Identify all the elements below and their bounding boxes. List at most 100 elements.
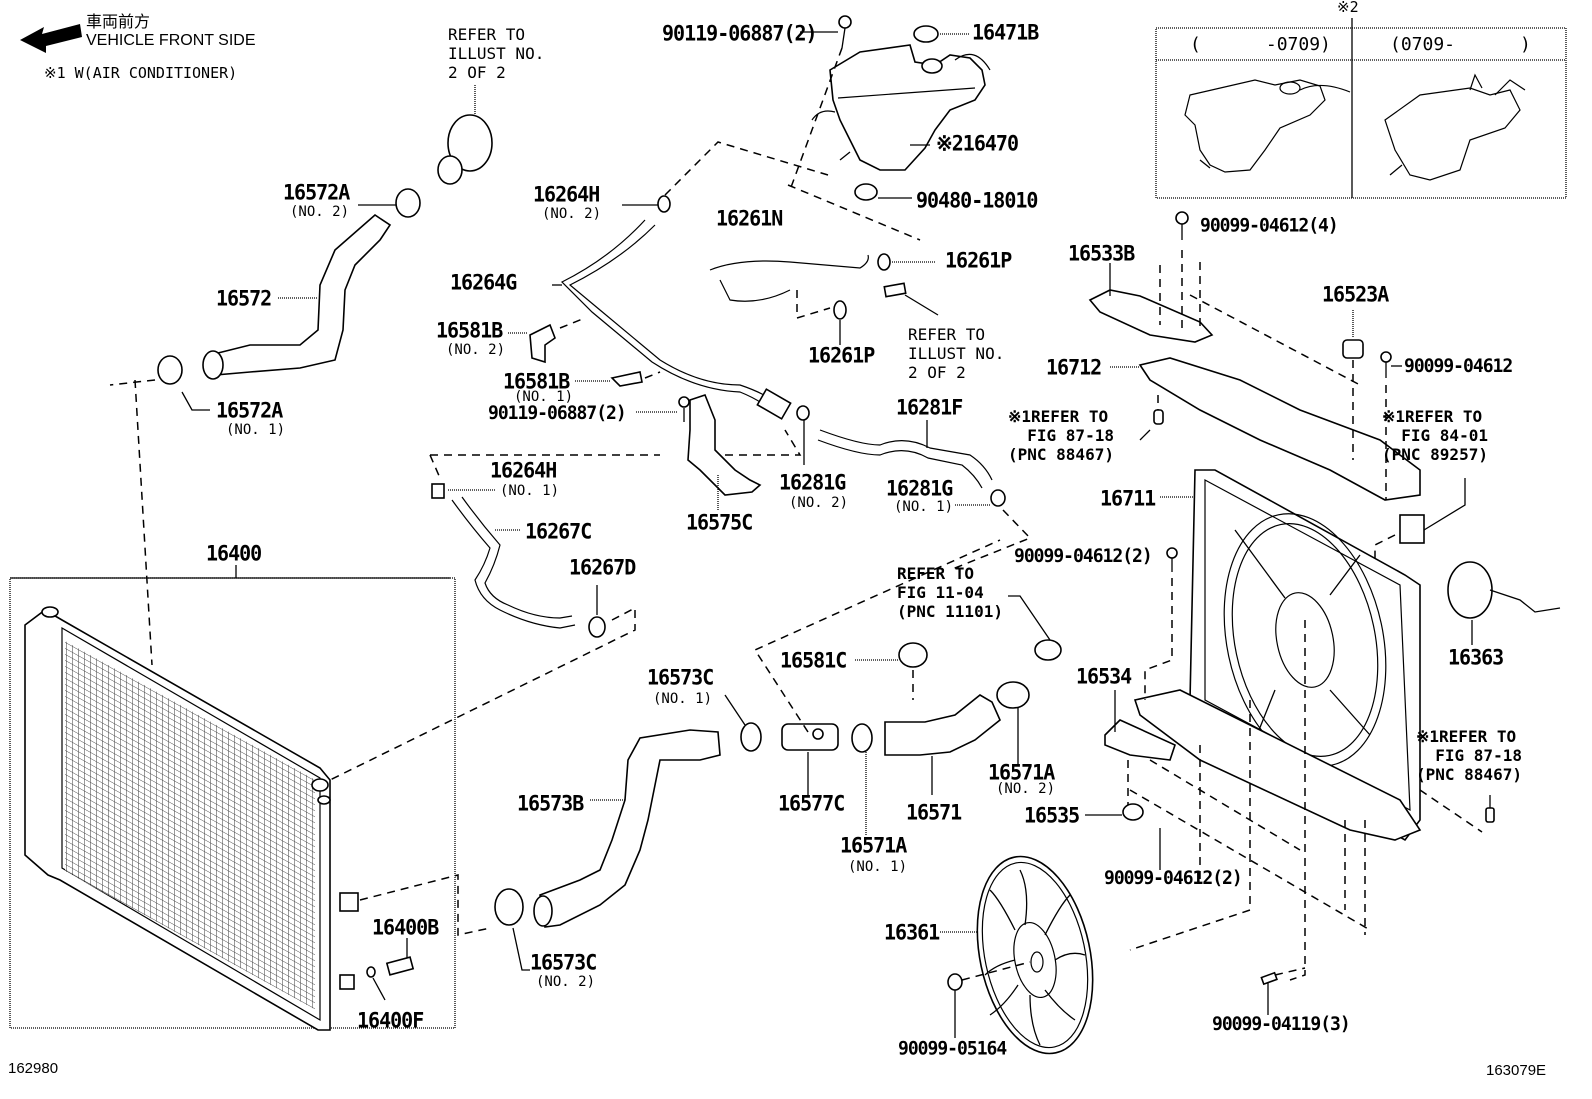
ref-fig-84-01[interactable]: ※1REFER TO FIG 84-01 (PNC 89257)	[1382, 407, 1488, 464]
callout-90099-05164[interactable]: 90099-05164	[898, 1037, 1007, 1060]
callout-16267c[interactable]: 16267C	[525, 518, 592, 544]
callout-16571a-no2-sub: (NO. 2)	[996, 781, 1056, 797]
callout-16470[interactable]: ※216470	[936, 130, 1019, 156]
callout-16571a-no2[interactable]: 16571A	[988, 759, 1055, 785]
front-arrow-icon	[20, 24, 82, 53]
callout-16572a-no1-sub: (NO. 1)	[226, 422, 286, 438]
callout-16281g-no2-sub: (NO. 2)	[789, 495, 849, 511]
radiator-hose-16572	[202, 213, 392, 380]
callout-90099-04119[interactable]: 90099-04119(3)	[1212, 1013, 1351, 1036]
callout-16400[interactable]: 16400	[206, 540, 262, 566]
clamp-16572a-no1	[157, 355, 183, 385]
callout-16534[interactable]: 16534	[1076, 663, 1132, 689]
callout-16363[interactable]: 16363	[1448, 644, 1504, 670]
callout-16581b-no2-sub: (NO. 2)	[446, 342, 506, 358]
callout-16264g[interactable]: 16264G	[450, 269, 517, 295]
inset-header-before-0709: ( -0709)	[1190, 34, 1331, 55]
callout-16281g-no2[interactable]: 16281G	[779, 469, 846, 495]
callout-16573c-no2[interactable]: 16573C	[530, 949, 597, 975]
front-label-jp: 車両前方	[86, 14, 151, 31]
callout-16712[interactable]: 16712	[1046, 354, 1102, 380]
callout-16577c[interactable]: 16577C	[778, 790, 845, 816]
bracket-16534	[1104, 719, 1176, 761]
ac-note: ※1 W(AIR CONDITIONER)	[44, 64, 238, 82]
callout-16571a-no1[interactable]: 16571A	[840, 832, 907, 858]
callout-16575c[interactable]: 16575C	[686, 509, 753, 535]
fan-shroud-16711	[1133, 469, 1422, 842]
clip-16581b-no2	[529, 323, 556, 364]
callout-16264h-no2[interactable]: 16264H	[533, 181, 600, 207]
bracket-16533b	[1088, 289, 1214, 343]
callout-16400b[interactable]: 16400B	[372, 914, 439, 940]
hose-16281f	[817, 420, 993, 489]
callout-16261p-a[interactable]: 16261P	[945, 247, 1012, 273]
callout-16533b[interactable]: 16533B	[1068, 240, 1135, 266]
callout-90480-18010[interactable]: 90480-18010	[916, 187, 1038, 213]
callout-16523a[interactable]: 16523A	[1322, 281, 1389, 307]
callout-16571[interactable]: 16571	[906, 799, 962, 825]
callout-16267d[interactable]: 16267D	[569, 554, 636, 580]
callout-16261p-b[interactable]: 16261P	[808, 342, 875, 368]
callout-16711[interactable]: 16711	[1100, 485, 1156, 511]
bypass-hose-16264g	[552, 219, 786, 419]
cap-16471b	[913, 25, 939, 43]
pipe-16577c	[781, 723, 839, 751]
ref-fig-87-18-b[interactable]: ※1REFER TO FIG 87-18 (PNC 88467)	[1416, 727, 1522, 784]
callout-16573c-no1-sub: (NO. 1)	[653, 691, 713, 707]
callout-16581c[interactable]: 16581C	[780, 647, 847, 673]
callout-16571a-no1-sub: (NO. 1)	[848, 859, 908, 875]
fan-motor-16363	[1447, 561, 1493, 619]
ref-fig-11-04[interactable]: REFER TO FIG 11-04 (PNC 11101)	[897, 564, 1003, 621]
radiator-hose-16573b	[533, 729, 721, 928]
callout-90099-04612-2-lower[interactable]: 90099-04612(2)	[1104, 867, 1243, 890]
inset-box	[1155, 18, 1567, 199]
radiator-16400	[9, 565, 456, 1031]
callout-16400f[interactable]: 16400F	[357, 1007, 424, 1033]
callout-16581b-no2[interactable]: 16581B	[436, 317, 503, 343]
callout-90119-06887-top[interactable]: 90119-06887(2)	[662, 20, 818, 46]
hose-16571	[884, 694, 1001, 756]
clip-16581b-no1	[610, 371, 643, 387]
inset-header-after-0709: (0709- )	[1390, 34, 1531, 55]
cooling-fan-16361	[976, 855, 1094, 1055]
callout-16261n[interactable]: 16261N	[716, 205, 783, 231]
callout-16535[interactable]: 16535	[1024, 802, 1080, 828]
illustration-code-right: 163079E	[1486, 1062, 1547, 1079]
support-16712	[1138, 357, 1421, 501]
callout-16573c-no2-sub: (NO. 2)	[536, 974, 596, 990]
callout-16573b[interactable]: 16573B	[517, 790, 584, 816]
water-outlet-part	[437, 85, 493, 185]
callout-16573c-no1[interactable]: 16573C	[647, 664, 714, 690]
radiator-core	[65, 641, 315, 1010]
illustration-code-left: 162980	[8, 1060, 59, 1077]
callout-16581b-no1-sub: (NO. 1)	[514, 389, 574, 405]
callout-16281f[interactable]: 16281F	[896, 394, 963, 420]
callout-16572a-no2[interactable]: 16572A	[283, 179, 350, 205]
callout-16572a-no2-sub: (NO. 2)	[290, 204, 350, 220]
reservoir-tank-16470	[811, 44, 991, 171]
bracket-16575c	[687, 394, 762, 496]
ref-illust-top[interactable]: REFER TO ILLUST NO. 2 OF 2	[448, 25, 545, 82]
callout-90099-04612-2-upper[interactable]: 90099-04612(2)	[1014, 545, 1153, 568]
clamp-16572a-no2	[395, 188, 421, 218]
callout-16281g-no1-sub: (NO. 1)	[894, 499, 954, 515]
callout-16264h-no2-sub: (NO. 2)	[542, 206, 602, 222]
callout-16572a-no1[interactable]: 16572A	[216, 397, 283, 423]
callout-16281g-no1[interactable]: 16281G	[886, 475, 953, 501]
callout-16581b-no1[interactable]: 16581B	[503, 368, 570, 394]
front-label-en: VEHICLE FRONT SIDE	[86, 32, 256, 49]
callout-90099-04612-4[interactable]: 90099-04612(4)	[1200, 214, 1339, 237]
ref-illust-mid[interactable]: REFER TO ILLUST NO. 2 OF 2	[908, 325, 1005, 382]
callout-16264h-no1-sub: (NO. 1)	[500, 483, 560, 499]
callout-16361[interactable]: 16361	[884, 919, 940, 945]
callout-16572[interactable]: 16572	[216, 285, 272, 311]
hose-16261n	[709, 254, 869, 302]
callout-90119-06887-mid[interactable]: 90119-06887(2)	[488, 402, 627, 425]
inset-marker: ※2	[1337, 0, 1359, 16]
ref-fig-87-18-a[interactable]: ※1REFER TO FIG 87-18 (PNC 88467)	[1008, 407, 1114, 464]
callout-16471b[interactable]: 16471B	[972, 19, 1039, 45]
callout-90099-04612[interactable]: 90099-04612	[1404, 355, 1513, 378]
callout-16264h-no1[interactable]: 16264H	[490, 457, 557, 483]
